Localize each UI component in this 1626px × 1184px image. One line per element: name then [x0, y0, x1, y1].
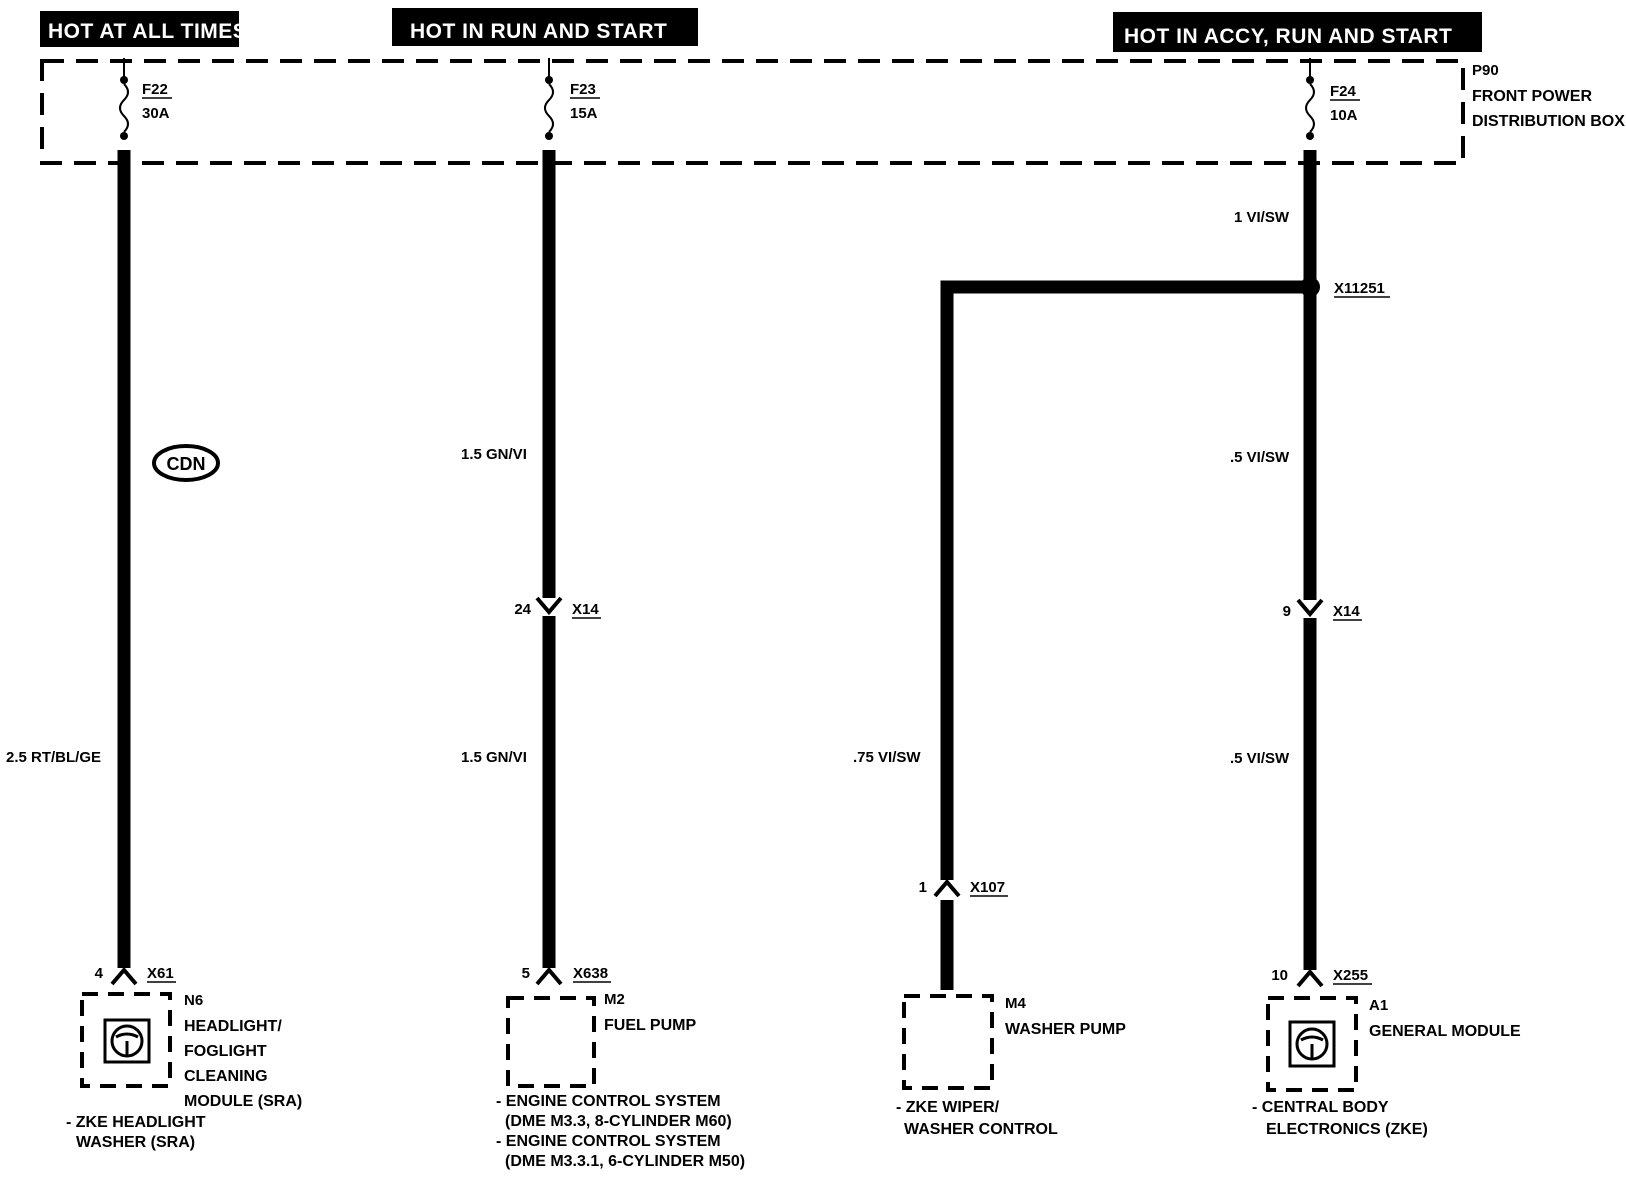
component-a1-ref1: - CENTRAL BODY — [1252, 1099, 1389, 1116]
component-m2-ref3: - ENGINE CONTROL SYSTEM — [496, 1133, 721, 1150]
connector-x61-pin: 4 — [95, 965, 104, 982]
component-a1: A1 GENERAL MODULE - CENTRAL BODY ELECTRO… — [1252, 996, 1521, 1138]
fuse-f24-id: F24 — [1330, 83, 1357, 100]
component-m4: M4 WASHER PUMP - ZKE WIPER/ WASHER CONTR… — [896, 994, 1126, 1138]
fuse-f22-id: F22 — [142, 81, 168, 98]
connector-x255: 10 X255 — [1271, 967, 1372, 988]
power-box-name-line2: DISTRIBUTION BOX — [1472, 113, 1625, 130]
component-m4-line1: WASHER PUMP — [1005, 1021, 1126, 1038]
connector-x638-pin: 5 — [522, 965, 530, 982]
connector-x107-id: X107 — [970, 879, 1005, 896]
header-hot-at-all-times: HOT AT ALL TIMES — [40, 11, 247, 47]
splice-x11251-label: X11251 — [1334, 280, 1385, 297]
header-hot-in-run-start-text: HOT IN RUN AND START — [410, 20, 667, 43]
component-m2: M2 FUEL PUMP - ENGINE CONTROL SYSTEM (DM… — [496, 991, 745, 1170]
wire-label-w2b: 1.5 GN/VI — [461, 749, 527, 766]
header-hot-at-all-times-text: HOT AT ALL TIMES — [48, 20, 247, 43]
component-m4-id: M4 — [1005, 995, 1026, 1012]
wire-splice-to-x107 — [940, 280, 1310, 880]
fuse-f23-rating: 15A — [570, 105, 598, 122]
component-n6-line3: CLEANING — [184, 1068, 268, 1085]
connector-x107: 1 X107 — [919, 878, 1008, 898]
component-m2-ref1: - ENGINE CONTROL SYSTEM — [496, 1093, 721, 1110]
power-box-id: P90 — [1472, 62, 1499, 79]
fuse-f24-rating: 10A — [1330, 107, 1358, 124]
connector-x61: 4 X61 — [95, 965, 176, 986]
connector-x255-pin: 10 — [1271, 967, 1288, 984]
splice-x11251 — [1300, 277, 1320, 297]
fuse-f23-id: F23 — [570, 81, 596, 98]
connector-x61-id: X61 — [147, 965, 174, 982]
component-m2-id: M2 — [604, 991, 625, 1008]
connector-x255-id: X255 — [1333, 967, 1368, 984]
header-hot-in-run-start: HOT IN RUN AND START — [392, 8, 698, 46]
wire-label-w3: .75 VI/SW — [853, 749, 921, 766]
connector-x14-right-pin: 9 — [1283, 603, 1291, 620]
component-a1-line1: GENERAL MODULE — [1369, 1023, 1521, 1040]
wire-label-w4a: 1 VI/SW — [1234, 209, 1290, 226]
component-m4-ref1: - ZKE WIPER/ — [896, 1099, 1000, 1116]
cdn-badge: CDN — [152, 444, 220, 482]
power-box-name-line1: FRONT POWER — [1472, 88, 1592, 105]
wire-label-w4b: .5 VI/SW — [1230, 449, 1290, 466]
wire-label-w4c: .5 VI/SW — [1230, 750, 1290, 767]
fuse-f22: F22 30A — [119, 58, 172, 140]
connector-x638-id: X638 — [573, 965, 608, 982]
component-a1-id: A1 — [1369, 997, 1388, 1014]
component-n6-ref1: - ZKE HEADLIGHT — [66, 1114, 206, 1131]
component-n6-line4: MODULE (SRA) — [184, 1093, 302, 1110]
component-m2-line1: FUEL PUMP — [604, 1017, 696, 1034]
header-hot-in-accy-run-start: HOT IN ACCY, RUN AND START — [1113, 12, 1482, 52]
steering-module-icon — [110, 1024, 144, 1058]
connector-x14-right-id: X14 — [1333, 603, 1360, 620]
component-n6-line2: FOGLIGHT — [184, 1043, 267, 1060]
connector-x14-left-pin: 24 — [514, 601, 531, 618]
connector-x14-left: 24 X14 — [514, 596, 601, 619]
fuse-f22-rating: 30A — [142, 105, 170, 122]
component-m2-ref4: (DME M3.3.1, 6-CYLINDER M50) — [505, 1153, 745, 1170]
component-m4-ref2: WASHER CONTROL — [904, 1121, 1058, 1138]
steering-module-icon — [1295, 1027, 1329, 1061]
wire-label-w2a: 1.5 GN/VI — [461, 446, 527, 463]
component-n6: N6 HEADLIGHT/ FOGLIGHT CLEANING MODULE (… — [66, 992, 302, 1151]
connector-x14-right: 9 X14 — [1283, 598, 1362, 621]
component-n6-line1: HEADLIGHT/ — [184, 1018, 282, 1035]
component-n6-ref2: WASHER (SRA) — [76, 1134, 195, 1151]
fuse-f23: F23 15A — [544, 58, 600, 140]
header-hot-in-accy-run-start-text: HOT IN ACCY, RUN AND START — [1124, 25, 1452, 48]
cdn-badge-text: CDN — [167, 454, 206, 474]
fuse-f24: F24 10A — [1305, 58, 1360, 140]
connector-x14-left-id: X14 — [572, 601, 599, 618]
component-m2-ref2: (DME M3.3, 8-CYLINDER M60) — [505, 1113, 732, 1130]
component-n6-id: N6 — [184, 992, 203, 1009]
connector-x638: 5 X638 — [522, 965, 611, 986]
connector-x107-pin: 1 — [919, 879, 927, 896]
component-a1-ref2: ELECTRONICS (ZKE) — [1266, 1121, 1428, 1138]
wire-label-w1: 2.5 RT/BL/GE — [6, 749, 101, 766]
power-distribution-box — [40, 59, 1465, 165]
